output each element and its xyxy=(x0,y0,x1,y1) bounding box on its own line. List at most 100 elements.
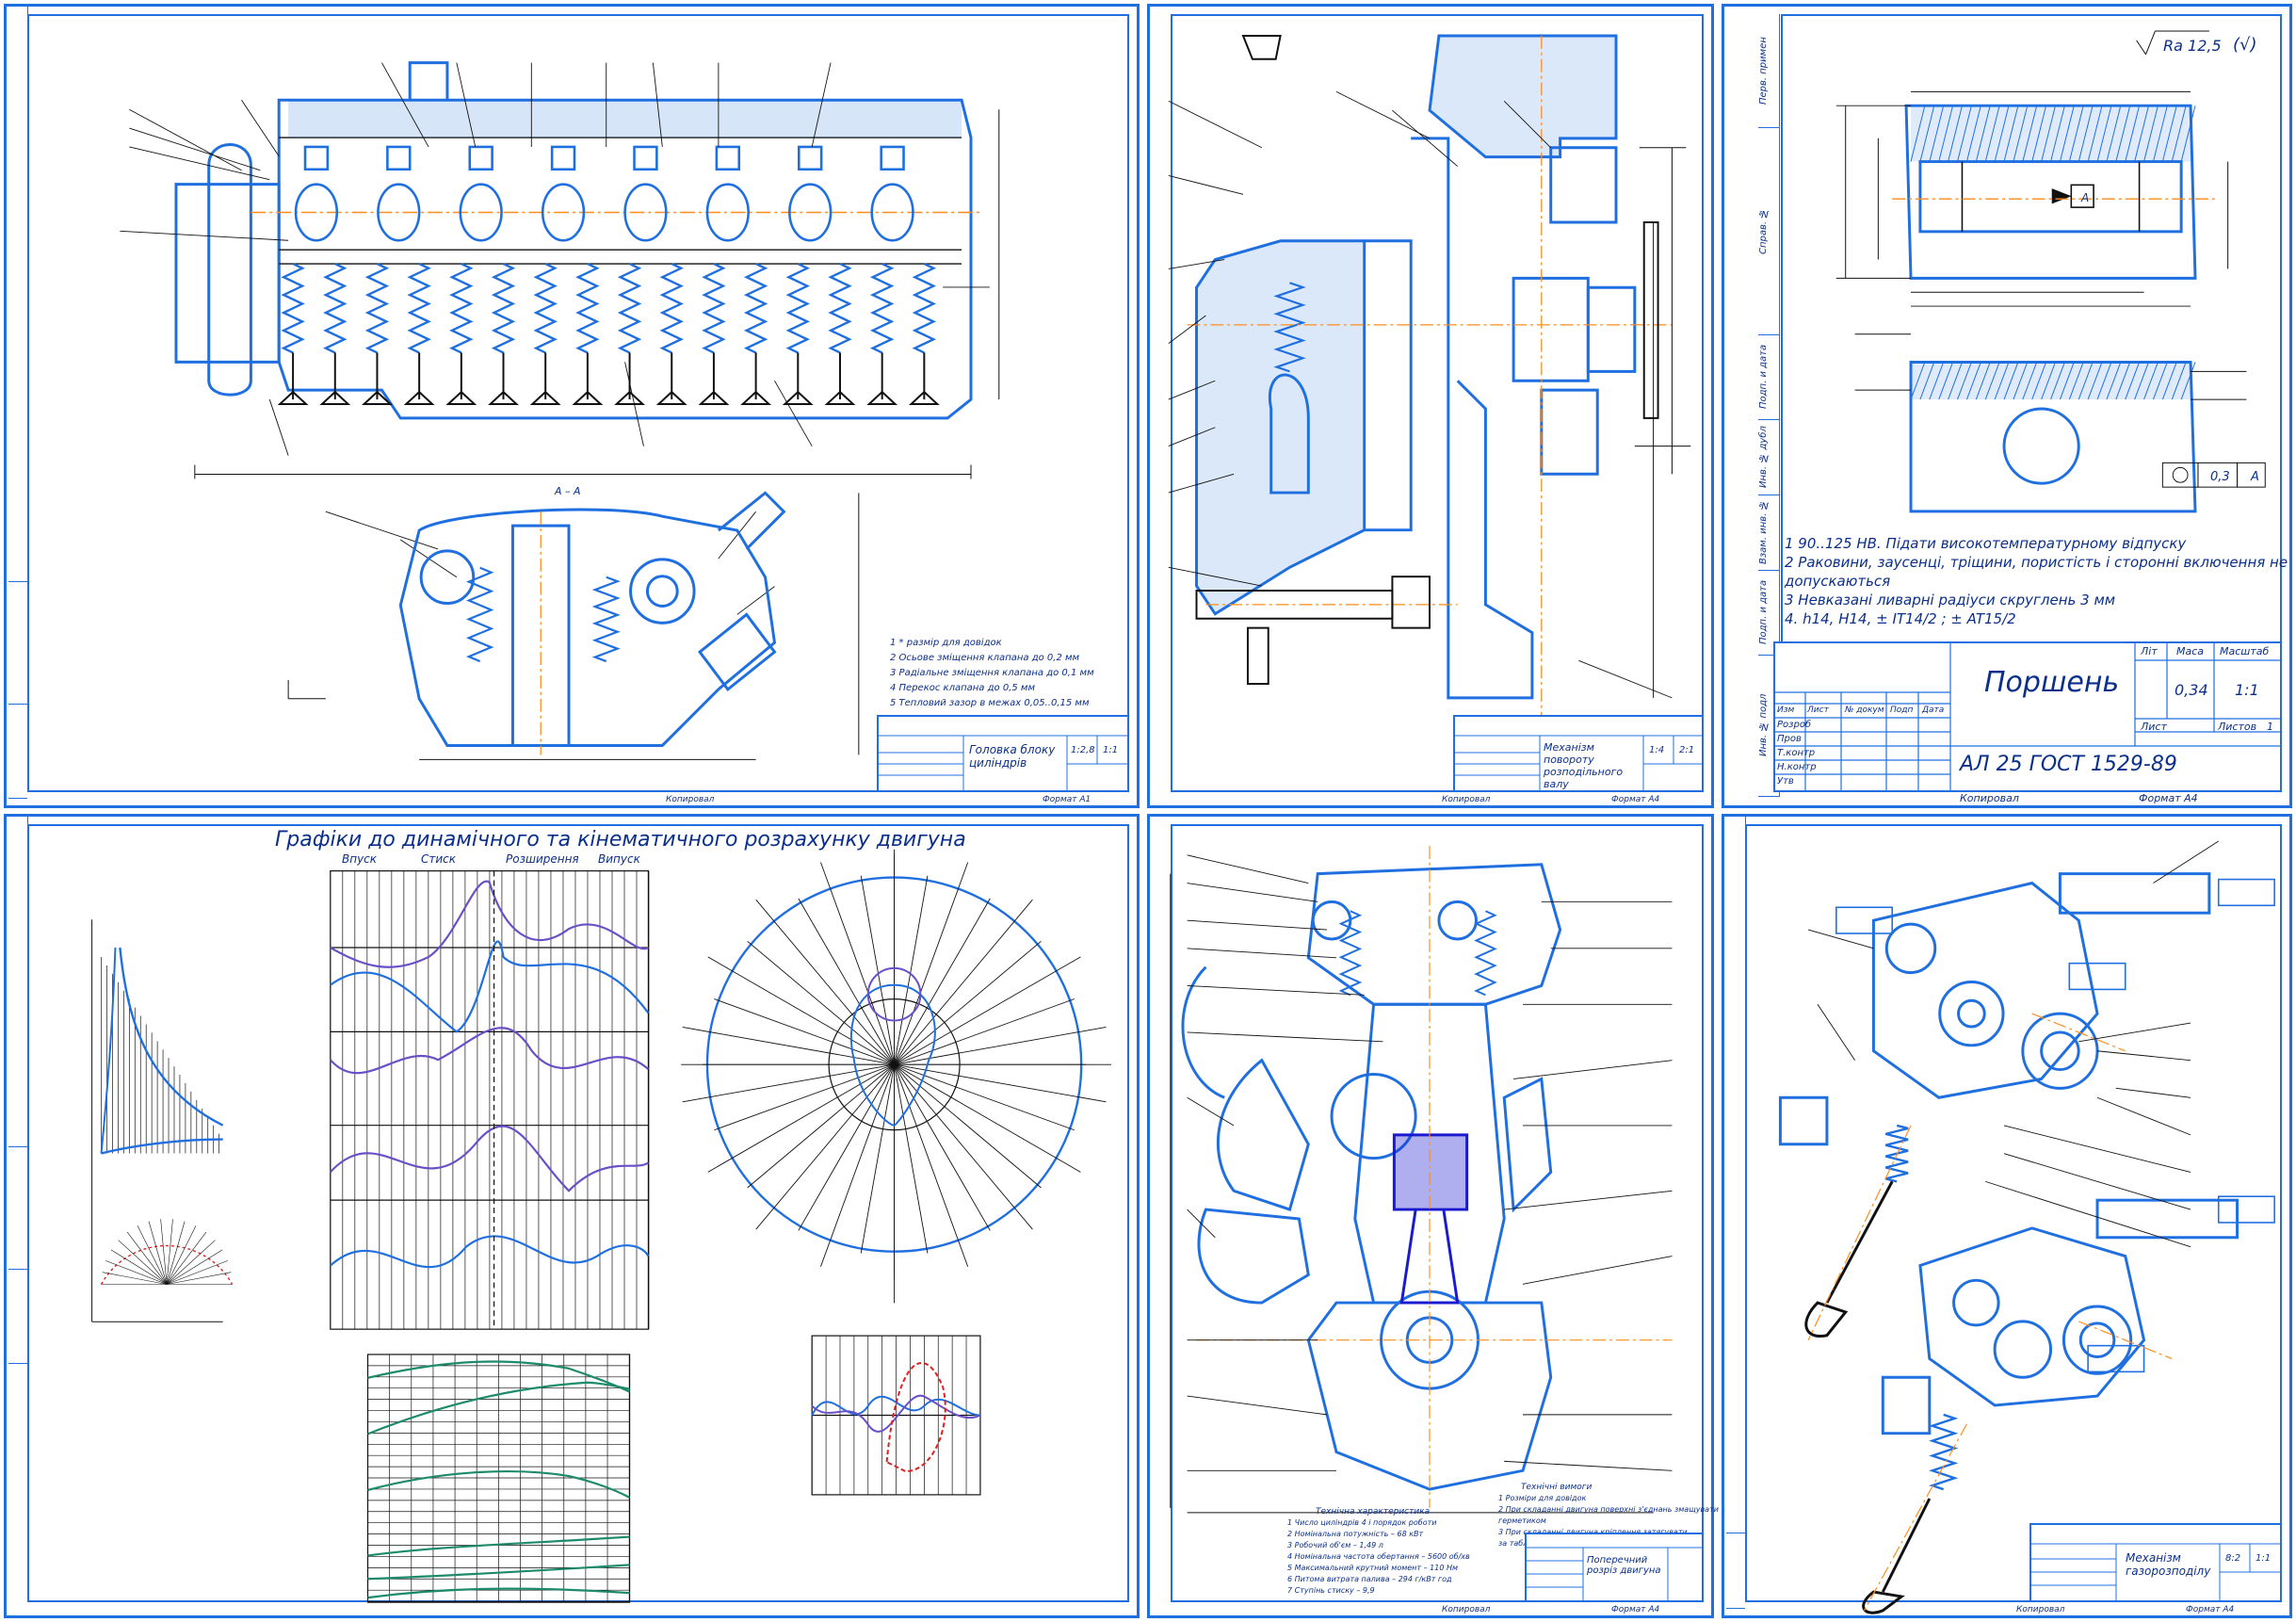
sheet-label: Лист xyxy=(2141,721,2167,733)
sheet-frame xyxy=(1171,824,1704,1602)
sheet-side-tab xyxy=(8,7,28,799)
footer-format: Формат А4 xyxy=(1611,795,1660,804)
sheet-cylinder-head: А – А 1 * размір для довідок 2 Осьове зм… xyxy=(4,4,1140,808)
title-block-scale: 1:2,8 xyxy=(1071,745,1095,755)
header-scale: Масштаб xyxy=(2220,645,2270,657)
title-block-row: Утв xyxy=(1777,776,1794,787)
footer-copy: Копировал xyxy=(2016,1605,2065,1614)
note-line: 5 Тепловий зазор в межах 0,05..0,15 мм xyxy=(890,698,1090,708)
title-block: Поперечний розріз двигуна xyxy=(1525,1533,1704,1602)
phase-label: Розширення xyxy=(506,852,579,866)
title-block: Изм Лист № докум Подп Дата Розроб Пров Т… xyxy=(1773,641,2282,792)
footer-copy: Копировал xyxy=(666,795,715,804)
sheet-frame xyxy=(27,14,1129,792)
sheet-frame xyxy=(1745,824,2282,1602)
note-line: 2 Осьове зміщення клапана до 0,2 мм xyxy=(890,653,1080,663)
note-line: допускаються xyxy=(1785,573,1891,590)
engine-graphs-drawing xyxy=(91,849,1111,1603)
sheet-engine-graphs: Графіки до динамічного та кінематичного … xyxy=(4,814,1140,1618)
note-line: 3 Радіальне зміщення клапана до 0,1 мм xyxy=(890,668,1094,678)
camshaft-mechanism-drawing xyxy=(1168,34,1691,717)
tolerance-datum: А xyxy=(2251,470,2259,484)
req-line: 3 При складанні двигуна кріплення затягу… xyxy=(1498,1528,1688,1536)
scale-value: 1:1 xyxy=(2235,681,2259,699)
technical-notes: 1 90..125 НВ. Підати високотемпературном… xyxy=(1785,534,2288,628)
title-block: Механізм газорозподілу 8:2 1:1 xyxy=(2029,1523,2282,1602)
roughness-label: Ra 12,5 xyxy=(2163,37,2222,55)
graphs-title: Графіки до динамічного та кінематичного … xyxy=(275,828,966,852)
cylinder-head-drawing xyxy=(120,61,1000,760)
spec-line: 6 Питома витрата палива – 294 г/кВт год xyxy=(1287,1575,1452,1583)
footer-format: Формат А4 xyxy=(1611,1605,1660,1614)
phase-label: Стиск xyxy=(421,852,457,866)
title-block-title: Головка блоку циліндрів xyxy=(969,743,1056,770)
note-line: 1 * размір для довідок xyxy=(890,638,1002,648)
title-block: Механізм повороту розподільного валу 1:4… xyxy=(1453,715,1704,792)
footer-format: Формат А4 xyxy=(2139,792,2198,804)
datum-label: А xyxy=(2081,191,2090,204)
req-title: Технічні вимоги xyxy=(1521,1483,1593,1492)
roughness-mark: (√) xyxy=(2233,35,2257,55)
title-block-title: Механізм повороту розподільного валу xyxy=(1544,741,1624,790)
title-block-scale-b: 1:1 xyxy=(2256,1553,2272,1564)
sheet-camshaft-mechanism: Механізм повороту розподільного валу 1:4… xyxy=(1147,4,1714,808)
title-block-scale: 1:4 xyxy=(1649,745,1665,755)
req-line: герметиком xyxy=(1498,1517,1546,1525)
note-line: 2 Раковини, заусенці, тріщини, пористіст… xyxy=(1785,554,2288,571)
title-block-scale-b: 2:1 xyxy=(1679,745,1695,755)
req-line: 1 Розміри для довідок xyxy=(1498,1494,1587,1502)
note-line: 1 90..125 НВ. Підати високотемпературном… xyxy=(1785,535,2187,552)
note-line: 3 Невказані ливарні радіуси скруглень 3 … xyxy=(1785,592,2116,608)
spec-line: 4 Номінальна частота обертання – 5600 об… xyxy=(1287,1552,1470,1561)
title-block-title: Поперечний розріз двигуна xyxy=(1587,1555,1661,1576)
spec-line: 5 Максимальний крутний момент – 110 Нм xyxy=(1287,1564,1459,1572)
spec-line: 7 Ступінь стиску – 9,9 xyxy=(1287,1586,1375,1595)
spec-line: 2 Номінальна потужність – 68 кВт xyxy=(1287,1530,1424,1538)
footer-format: Формат А4 xyxy=(2186,1605,2235,1614)
mass-value: 0,34 xyxy=(2175,681,2208,699)
technical-notes: 1 * размір для довідок 2 Осьове зміщення… xyxy=(890,636,1094,711)
sheet-side-tab xyxy=(1726,817,1746,1609)
title-block-scale: 8:2 xyxy=(2225,1553,2241,1564)
title-block-col: Подп xyxy=(1890,706,1914,715)
piston-drawing xyxy=(1835,30,2266,513)
spec-line: 3 Робочий об'єм – 1,49 л xyxy=(1287,1541,1383,1549)
spec-block: Технічна характеристика 1 Число циліндрі… xyxy=(1287,1506,1470,1597)
req-line: 2 При складанні двигуна поверхні з'єднан… xyxy=(1498,1505,1719,1514)
note-line: 4. h14, H14, ± IT14/2 ; ± AT15/2 xyxy=(1785,610,2016,627)
req-line: за таблицею xyxy=(1498,1539,1549,1548)
title-block-row: Пров xyxy=(1777,734,1802,744)
footer-copy: Копировал xyxy=(1960,792,2019,804)
title-block-row: Т.контр xyxy=(1777,748,1816,758)
title-block-title: Механізм газорозподілу xyxy=(2126,1551,2211,1578)
footer-copy: Копировал xyxy=(1442,795,1491,804)
title-block-col: Изм xyxy=(1777,706,1795,715)
header-mass: Маса xyxy=(2176,645,2205,657)
phase-label: Впуск xyxy=(342,852,378,866)
title-block: Головка блоку циліндрів 1:2,8 1:1 xyxy=(877,715,1129,792)
sheets-label: Листов xyxy=(2218,721,2257,733)
requirements-block: Технічні вимоги 1 Розміри для довідок 2 … xyxy=(1498,1482,1719,1549)
sheet-engine-section: Технічна характеристика 1 Число циліндрі… xyxy=(1147,814,1719,1618)
sheet-side-tab xyxy=(8,817,28,1602)
valve-train-drawing xyxy=(1778,840,2275,1614)
footer-copy: Копировал xyxy=(1442,1605,1491,1614)
title-block-scale-b: 1:1 xyxy=(1103,745,1119,755)
header-lit: Літ xyxy=(2141,645,2158,657)
footer-format: Формат А1 xyxy=(1043,795,1091,804)
sheet-frame xyxy=(1171,14,1704,792)
title-block-col: Лист xyxy=(1807,706,1829,715)
note-line: 4 Перекос клапана до 0,5 мм xyxy=(890,683,1035,693)
phase-label: Випуск xyxy=(598,852,640,866)
section-label: А – А xyxy=(555,485,581,497)
part-designation: АЛ 25 ГОСТ 1529-89 xyxy=(1960,753,2177,776)
spec-title: Технічна характеристика xyxy=(1316,1507,1431,1517)
title-block-row: Розроб xyxy=(1777,720,1812,730)
title-block-row: Н.контр xyxy=(1777,762,1817,772)
spec-line: 1 Число циліндрів 4 і порядок роботи xyxy=(1287,1518,1437,1527)
sheet-valve-train: Механізм газорозподілу 8:2 1:1 Копировал… xyxy=(1722,814,2292,1618)
engine-section-drawing xyxy=(1170,845,1673,1514)
sheets-value: 1 xyxy=(2267,721,2273,733)
title-block-col: № докум xyxy=(1845,706,1884,715)
